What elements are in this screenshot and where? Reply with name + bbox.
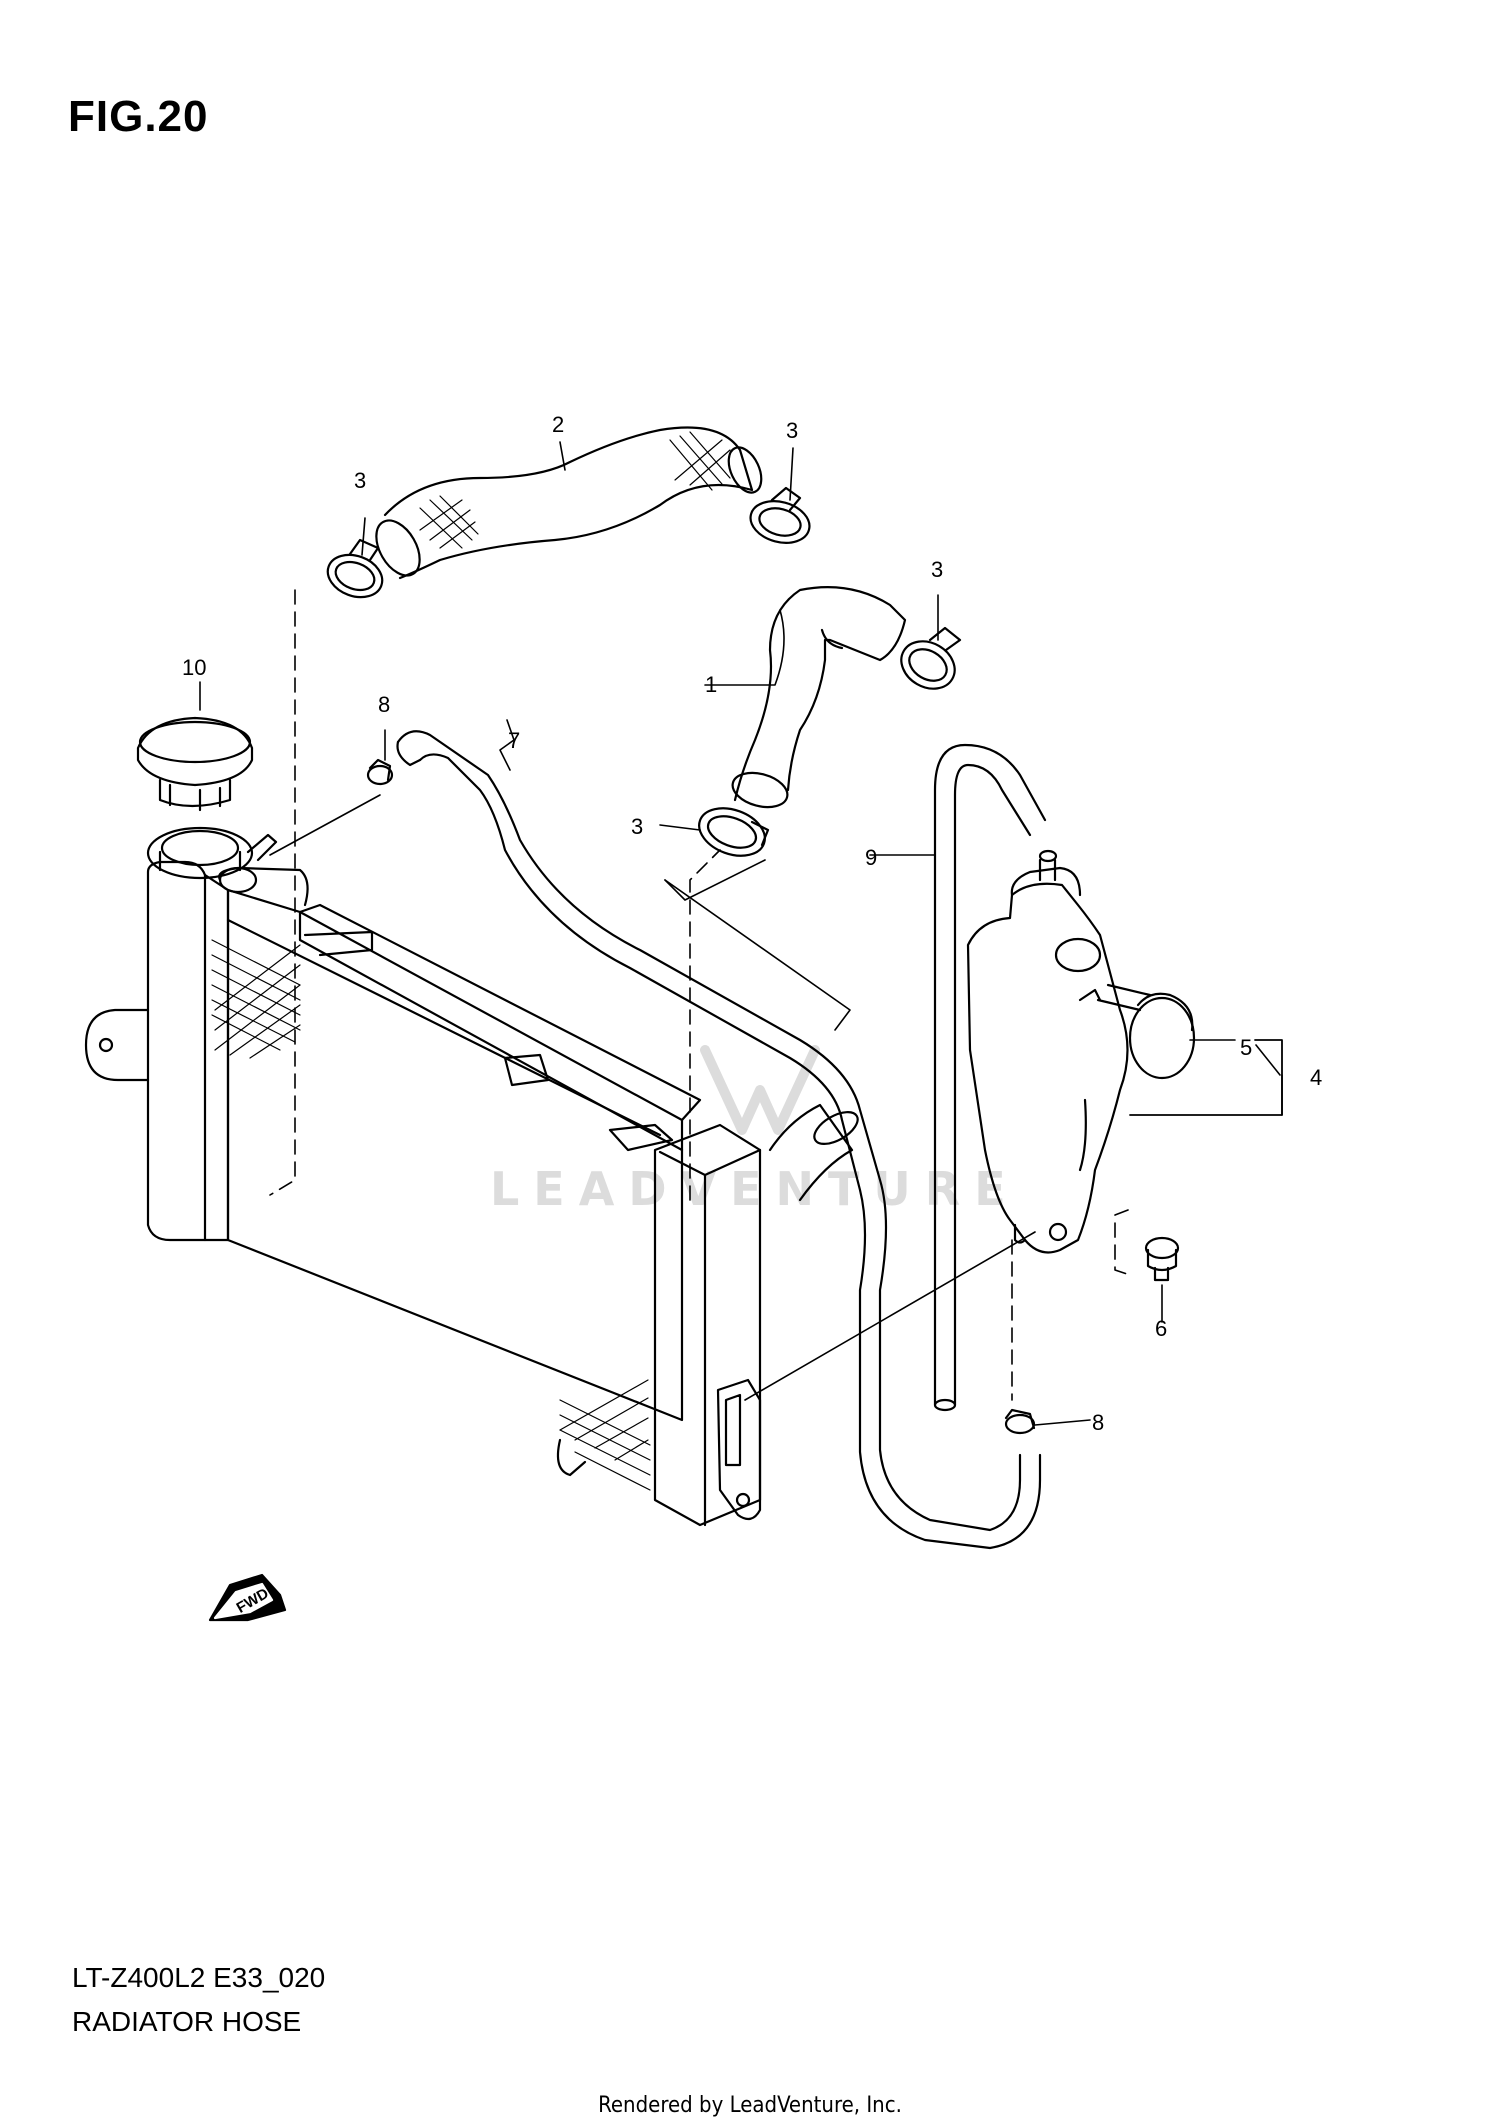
- callout-6: 6: [1155, 1316, 1167, 1341]
- callout-3b: 3: [786, 418, 798, 443]
- hose-texture: [419, 431, 731, 549]
- reservoir-breather-hose: [933, 743, 1047, 1412]
- mounting-bolt: [1144, 1236, 1180, 1282]
- leader-lines: [199, 441, 1283, 1426]
- upper-radiator-hose: [375, 426, 763, 580]
- hose-clamp-upper-right: [749, 486, 811, 544]
- callout-4-bracket: [1129, 1039, 1283, 1116]
- callout-4: 4: [1310, 1065, 1322, 1090]
- figure-title: FIG.20: [68, 92, 209, 141]
- reservoir-cap: [1096, 983, 1196, 1080]
- overflow-hose: [396, 730, 1042, 1550]
- callout-labels: 1 2 3 3 3 3 4 5 6 7 8 8 9 10: [182, 412, 1322, 1435]
- radiator-cap: [136, 716, 254, 812]
- core-hatch: [211, 939, 651, 1491]
- forward-direction-arrow: FWD: [208, 1573, 287, 1622]
- reservoir-tank: [966, 849, 1129, 1254]
- svg-text:LEADVENTURE: LEADVENTURE: [490, 1162, 1020, 1216]
- callout-3c: 3: [931, 557, 943, 582]
- model-code: LT-Z400L2 E33_020: [72, 1962, 326, 1993]
- callout-8b: 8: [1092, 1410, 1104, 1435]
- section-name: RADIATOR HOSE: [72, 2006, 302, 2037]
- leadventure-watermark: LEADVENTURE: [490, 1045, 1020, 1216]
- callout-5: 5: [1240, 1035, 1252, 1060]
- callout-3d: 3: [631, 814, 643, 839]
- lower-radiator-hose: [731, 586, 907, 809]
- hose-clip-lower: [1004, 1408, 1036, 1435]
- callout-3a: 3: [354, 468, 366, 493]
- radiator: [84, 826, 859, 1527]
- callout-8a: 8: [378, 692, 390, 717]
- hose-clamp-lower-right: [900, 626, 962, 690]
- callout-9: 9: [865, 845, 877, 870]
- callout-7: 7: [508, 728, 520, 753]
- rendered-by-footer: Rendered by LeadVenture, Inc.: [598, 2093, 902, 2118]
- assembly-guide-lines: [269, 589, 1131, 1401]
- hose-clip-upper: [366, 758, 394, 786]
- callout-2: 2: [552, 412, 564, 437]
- callout-10: 10: [182, 655, 206, 680]
- hose-clamp-upper-left: [326, 538, 384, 599]
- hose-clamp-lower-left: [698, 807, 770, 857]
- callout-1: 1: [705, 672, 717, 697]
